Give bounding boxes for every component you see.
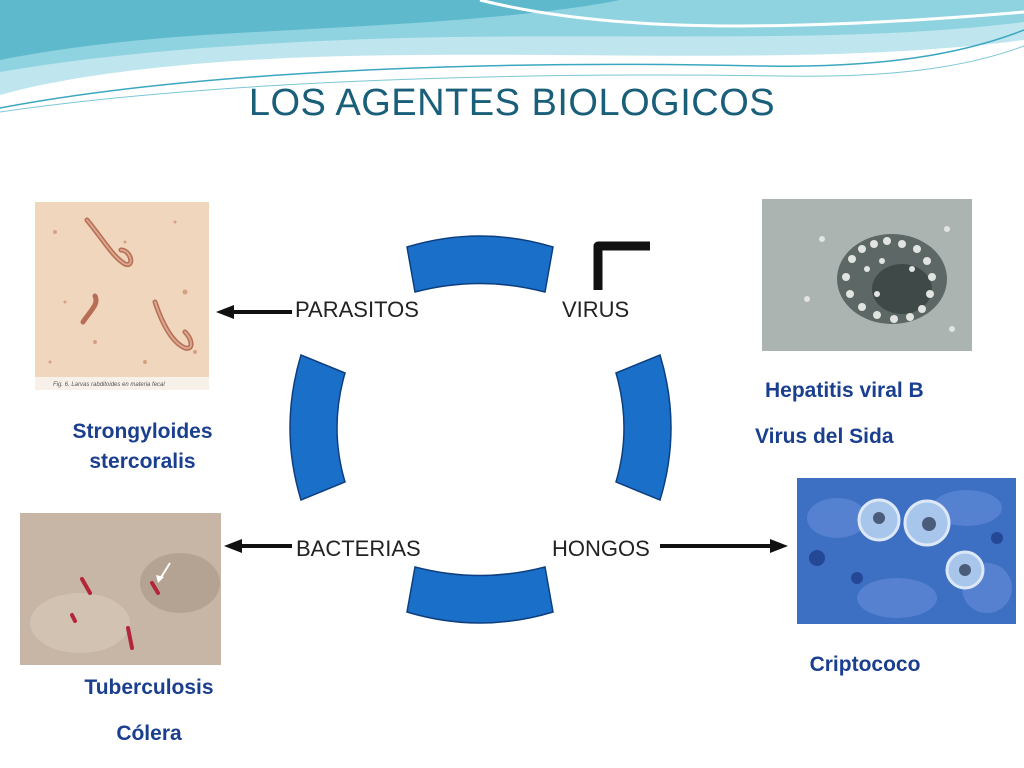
bracket-mark bbox=[593, 241, 650, 290]
caption-bacteria: Tuberculosis Cólera bbox=[48, 665, 250, 757]
parasite-figure-caption: Fig. 6. Larvas rabditoides en materia fe… bbox=[53, 382, 165, 388]
caption-bacteria-line-2: Cólera bbox=[116, 722, 182, 745]
caption-fungus-line-1: Criptococo bbox=[809, 653, 921, 676]
cryptococcus-stain-image bbox=[797, 478, 1016, 624]
ring-segment-right bbox=[615, 353, 672, 502]
virus-micrograph-image bbox=[762, 199, 972, 351]
caption-parasite-line-1: Strongyloides bbox=[72, 420, 213, 443]
node-label-hongos: HONGOS bbox=[552, 536, 650, 561]
node-label-virus: VIRUS bbox=[562, 297, 630, 322]
ring-segment-top bbox=[406, 235, 554, 293]
bacteria-stain-image bbox=[20, 513, 221, 665]
caption-virus: Hepatitis viral B Virus del Sida bbox=[755, 368, 987, 460]
caption-virus-line-1: Hepatitis viral B bbox=[765, 379, 924, 402]
header-wave-decoration bbox=[0, 0, 1024, 113]
caption-parasite-line-2: stercoralis bbox=[89, 450, 196, 473]
caption-bacteria-line-1: Tuberculosis bbox=[84, 676, 214, 699]
caption-parasite: Strongyloides stercoralis bbox=[40, 417, 245, 477]
node-label-bacterias: BACTERIAS bbox=[296, 536, 421, 561]
slide-title: LOS AGENTES BIOLOGICOS bbox=[248, 82, 776, 124]
ring-segment-bottom bbox=[406, 566, 554, 624]
ring-segment-left bbox=[289, 353, 346, 502]
caption-fungus: Criptococo bbox=[780, 650, 950, 680]
caption-virus-line-2: Virus del Sida bbox=[755, 425, 894, 448]
parasite-larvae-image: Fig. 6. Larvas rabditoides en materia fe… bbox=[35, 202, 209, 390]
node-label-parasitos: PARASITOS bbox=[295, 297, 419, 322]
